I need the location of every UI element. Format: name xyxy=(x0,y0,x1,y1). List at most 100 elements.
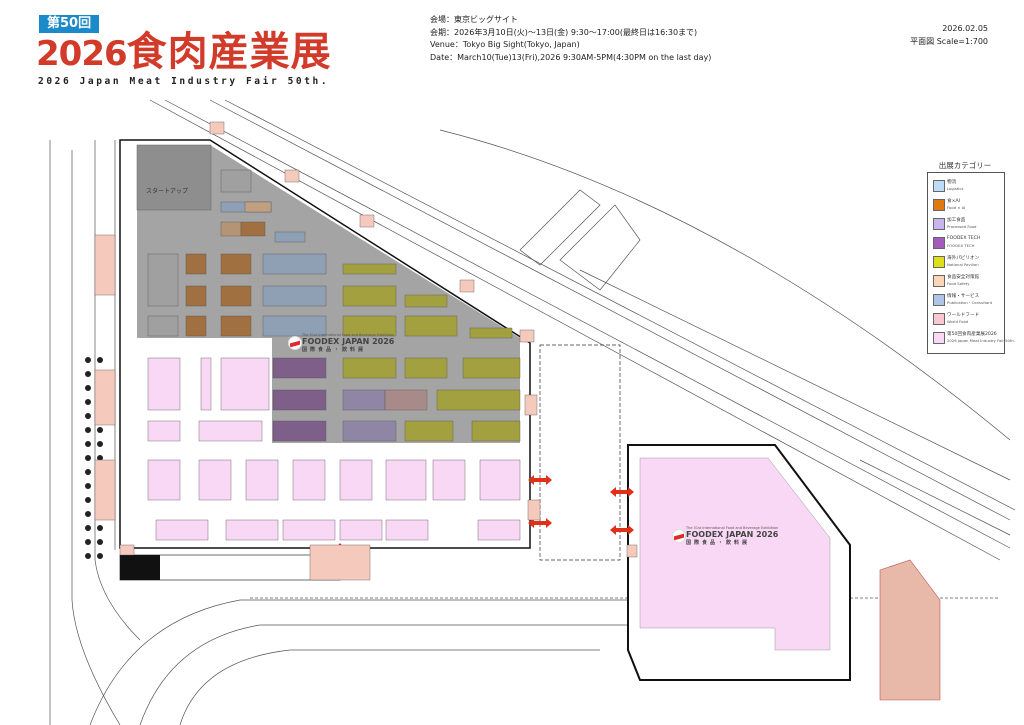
entrance xyxy=(626,544,638,558)
meat-fair-booth xyxy=(147,420,181,442)
scale-label: 平面図 Scale=1:700 xyxy=(910,37,988,46)
booth xyxy=(274,231,306,243)
pillar-marker xyxy=(97,539,103,545)
pillar-marker xyxy=(85,385,91,391)
entrance xyxy=(524,394,538,416)
legend-swatch xyxy=(933,294,945,306)
foodex-name-jp: 国際食品・飲料展 xyxy=(302,347,367,353)
pillar-marker xyxy=(97,427,103,433)
venue-en: Venue：Tokyo Big Sight(Tokyo, Japan) xyxy=(430,40,580,50)
booth xyxy=(272,357,327,379)
foodex-logo-icon xyxy=(672,529,686,543)
booth xyxy=(220,253,252,275)
date-en: Date：March10(Tue)13(Fri),2026 9:30AM-5PM… xyxy=(430,52,712,62)
pillar-marker xyxy=(97,441,103,447)
booth xyxy=(342,420,397,442)
meat-fair-booth xyxy=(385,459,427,501)
pillar-marker xyxy=(85,455,91,461)
pillar-marker xyxy=(85,441,91,447)
foodex-name-jp: 国際食品・飲料展 xyxy=(686,540,751,546)
legend-label-jp: 海外パビリオン xyxy=(947,256,980,261)
legend-label-en: National Pavilion xyxy=(947,262,979,267)
booth xyxy=(342,357,397,379)
booth xyxy=(462,357,521,379)
logo-title-jp: 食肉産業展 xyxy=(126,29,332,75)
booth xyxy=(404,357,448,379)
passage-arrow-icon xyxy=(528,518,552,528)
pillar-marker xyxy=(97,553,103,559)
booth xyxy=(272,420,327,442)
entrance xyxy=(94,459,116,521)
fair-logo: 第50回 2026食肉産業展 2026 Japan Meat Industry … xyxy=(36,14,376,87)
legend-swatch xyxy=(933,199,945,211)
legend-label-jp: FOODEX TECH xyxy=(947,236,981,241)
legend-label-en: Food Safety xyxy=(947,281,970,286)
booth xyxy=(240,221,266,237)
startup-area-label: スタートアップ xyxy=(146,188,189,195)
foodex-name: FOODEX JAPAN 2026 xyxy=(686,530,779,539)
legend-title: 出展カテゴリー xyxy=(938,161,992,170)
passage-arrow-icon xyxy=(610,525,634,535)
legend-swatch xyxy=(933,332,945,344)
booth xyxy=(147,253,179,307)
pillar-marker xyxy=(97,455,103,461)
event-info: 会場：東京ビッグサイト 会期：2026年3月10日(火)～13日(金) 9:30… xyxy=(430,14,711,64)
entrance xyxy=(519,329,535,343)
entrance xyxy=(359,214,375,228)
legend-label-en: Publication・Consultant xyxy=(947,300,993,305)
legend-label-en: FOODEX TECH xyxy=(947,243,975,248)
booth xyxy=(404,294,448,308)
booth xyxy=(185,315,207,337)
legend-label-jp: 加工食品 xyxy=(947,218,966,223)
booth xyxy=(262,253,327,275)
legend-swatch xyxy=(933,256,945,268)
booth xyxy=(220,221,242,237)
venue-jp: 会場：東京ビッグサイト xyxy=(430,15,518,24)
booth xyxy=(469,327,513,339)
legend-label-en: Logistics xyxy=(947,186,964,191)
pillar-marker xyxy=(85,357,91,363)
meat-fair-booth xyxy=(432,459,466,501)
pillar-marker xyxy=(85,497,91,503)
pillar-marker xyxy=(97,525,103,531)
booth xyxy=(404,420,454,442)
foodex-tagline: The 51st International Food and Beverage… xyxy=(302,333,395,337)
pillar-marker xyxy=(85,427,91,433)
logo-title: 2026食肉産業展 xyxy=(36,30,332,82)
pillar-marker xyxy=(85,511,91,517)
entrance xyxy=(527,499,541,521)
booth xyxy=(342,285,397,307)
meat-fair-booth xyxy=(245,459,279,501)
legend-label-jp: ワールドフード xyxy=(947,313,980,318)
legend-swatch xyxy=(933,237,945,249)
booth xyxy=(220,315,252,337)
entrance xyxy=(94,234,116,296)
meat-fair-booth xyxy=(198,420,263,442)
foodex-tagline: The 51st International Food and Beverage… xyxy=(686,526,779,530)
booth xyxy=(220,169,252,193)
booth xyxy=(185,253,207,275)
legend-swatch xyxy=(933,275,945,287)
pillar-marker xyxy=(85,539,91,545)
booth xyxy=(384,389,428,411)
booth xyxy=(342,389,386,411)
meat-fair-booth xyxy=(477,519,521,541)
pillar-marker xyxy=(85,553,91,559)
meat-fair-booth xyxy=(155,519,209,541)
entrance xyxy=(119,544,135,556)
legend-label-en: Processed Food xyxy=(947,224,977,229)
pillar-marker xyxy=(85,469,91,475)
period-jp: 会期：2026年3月10日(火)～13日(金) 9:30～17:00(最終日は1… xyxy=(430,27,698,37)
passage-arrow-icon xyxy=(610,487,634,497)
meat-fair-booth xyxy=(220,357,270,411)
meat-fair-booth xyxy=(339,459,373,501)
pillar-marker xyxy=(85,371,91,377)
pillar-marker xyxy=(85,399,91,405)
pillar-marker xyxy=(97,357,103,363)
meat-fair-booth xyxy=(292,459,326,501)
legend-label-jp: 情報・サービス xyxy=(947,294,980,299)
legend-swatch xyxy=(933,313,945,325)
booth xyxy=(262,285,327,307)
